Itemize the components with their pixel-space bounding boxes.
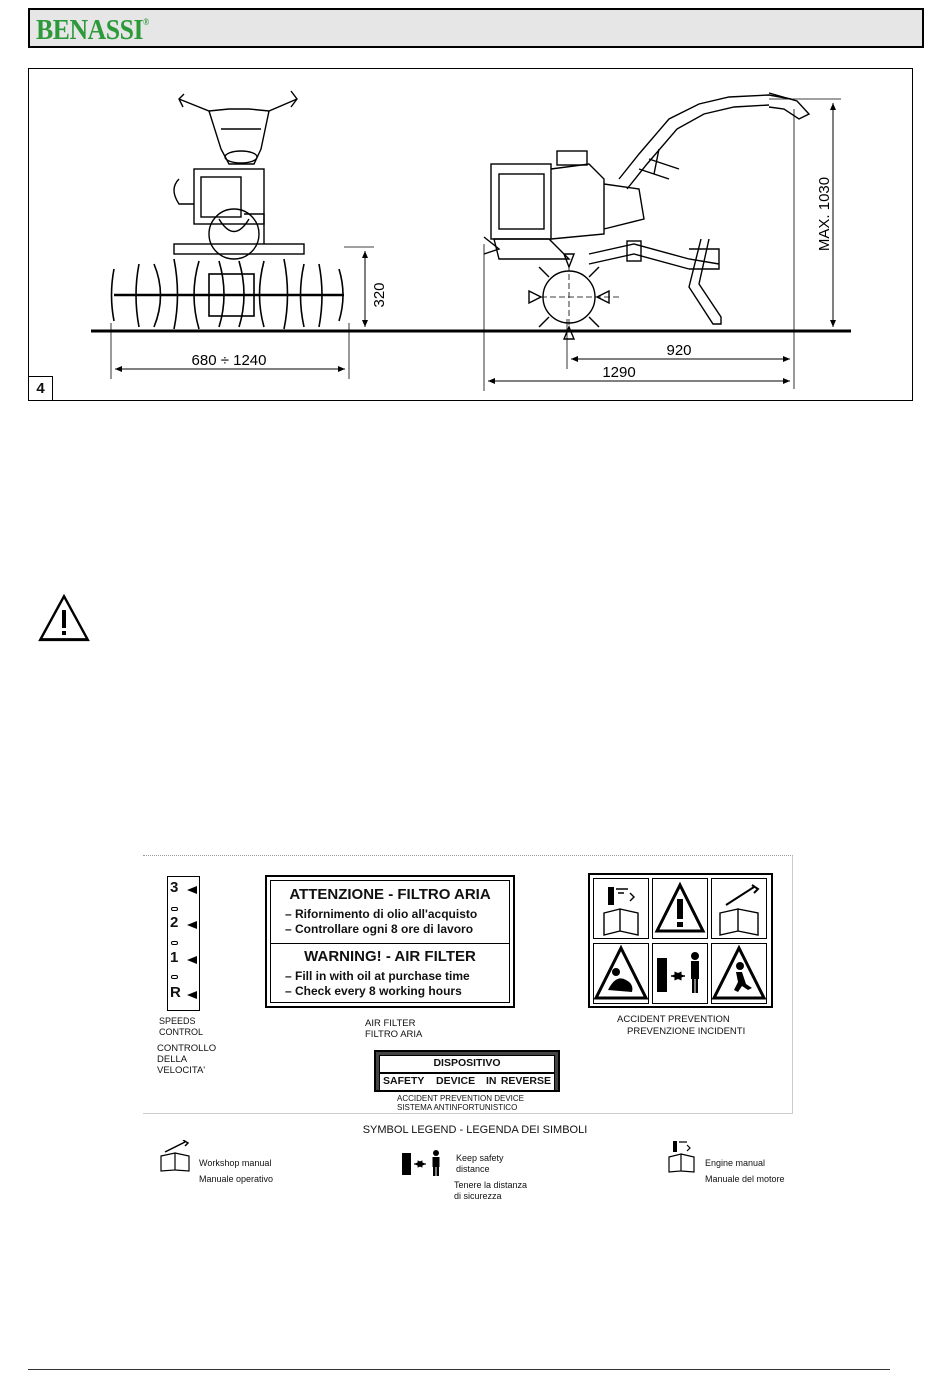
neutral-mark: [171, 941, 178, 945]
legend-keep-en-1: Keep safety: [456, 1153, 504, 1163]
hand-hazard-icon: [593, 943, 649, 1004]
figure-4-dimensions: 680 ÷ 1240 320: [28, 68, 913, 401]
workshop-manual-icon: [160, 1140, 190, 1172]
air-filter-line-en-2: – Check every 8 working hours: [285, 984, 462, 998]
accident-caption-it: PREVENZIONE INCIDENTI: [627, 1026, 746, 1037]
legend-keep-it-2: di sicurezza: [454, 1191, 502, 1201]
air-filter-title-en: WARNING! - AIR FILTER: [304, 948, 476, 965]
keep-distance-icon: [402, 1150, 440, 1176]
legend-keep-it-1: Tenere la distanza: [454, 1180, 528, 1190]
gear-1: 1: [170, 949, 179, 966]
air-filter-line-en-1: – Fill in with oil at purchase time: [285, 969, 470, 983]
dim-width-range: 680 ÷ 1240: [192, 352, 267, 369]
arrow-left-icon: [187, 956, 197, 964]
warning-triangle-icon: [38, 593, 90, 642]
dim-length-body: 920: [666, 342, 691, 359]
neutral-mark: [171, 907, 178, 911]
speeds-control-strip: 3 2 1 R: [167, 876, 200, 1011]
dim-height-hood: 320: [371, 282, 388, 307]
keep-distance-icon: [652, 943, 708, 1004]
accident-prevention-pictograms: [588, 873, 773, 1008]
speeds-caption-it: CONTROLLO DELLA VELOCITA': [157, 1043, 217, 1076]
foot-hazard-icon: [711, 943, 767, 1004]
air-filter-line-it-2: – Controllare ogni 8 ore di lavoro: [285, 922, 474, 936]
device-caption-en: ACCIDENT PREVENTION DEVICE: [397, 1094, 524, 1103]
safety-device-label: DISPOSITIVO ANTINFORTUNISTICO SAFETY DEV…: [374, 1050, 560, 1092]
benassi-logo: BENASSI®: [36, 15, 149, 46]
legend-workshop-en: Workshop manual: [199, 1158, 272, 1168]
legend-engine-en: Engine manual: [705, 1158, 766, 1168]
footer-rule: [28, 1369, 890, 1370]
speeds-caption-en: SPEEDS CONTROL: [159, 1016, 204, 1037]
accident-caption-en: ACCIDENT PREVENTION: [617, 1014, 730, 1025]
engine-manual-icon: [668, 1141, 695, 1173]
gear-r: R: [170, 984, 181, 1001]
machine-decal-panel: 3 2 1 R SPEEDS CONTROL CONTROLLO DELLA V…: [143, 855, 793, 1114]
figure-number: 4: [29, 376, 53, 400]
legend-keep-en-2: distance: [456, 1164, 490, 1174]
device-row-it: DISPOSITIVO ANTINFORTUNISTICO: [379, 1055, 555, 1084]
workshop-manual-icon: [711, 878, 767, 939]
front-view-tiller: [110, 90, 344, 330]
engine-manual-icon: [593, 878, 649, 939]
divider: [271, 943, 509, 944]
gear-3: 3: [170, 879, 179, 896]
dim-max-height: MAX. 1030: [816, 177, 833, 251]
page-header: BENASSI®: [28, 8, 924, 48]
air-filter-title-it: ATTENZIONE - FILTRO ARIA: [289, 886, 491, 903]
side-view-tiller: [483, 92, 811, 340]
legend-engine-it: Manuale del motore: [705, 1174, 785, 1184]
device-caption-it: SISTEMA ANTINFORTUNISTICO: [397, 1103, 518, 1112]
warning-triangle-icon: [652, 878, 708, 939]
arrow-left-icon: [187, 886, 197, 894]
arrow-left-icon: [187, 991, 197, 999]
legend-workshop-it: Manuale operativo: [199, 1174, 274, 1184]
gear-2: 2: [170, 914, 179, 931]
tiller-dimension-drawing: 680 ÷ 1240 320: [91, 90, 851, 391]
symbol-legend-title: SYMBOL LEGEND - LEGENDA DEI SIMBOLI: [362, 1124, 588, 1136]
air-filter-line-it-1: – Rifornimento di olio all'acquisto: [285, 907, 478, 921]
dim-length-total: 1290: [602, 364, 635, 381]
air-filter-warning-label: ATTENZIONE - FILTRO ARIA – Rifornimento …: [265, 875, 515, 1008]
air-filter-caption-it: FILTRO ARIA: [365, 1029, 423, 1040]
neutral-mark: [171, 975, 178, 979]
air-filter-caption-en: AIR FILTER: [365, 1018, 416, 1029]
arrow-left-icon: [187, 921, 197, 929]
device-row-en: SAFETY DEVICE IN REVERSE: [379, 1073, 555, 1091]
